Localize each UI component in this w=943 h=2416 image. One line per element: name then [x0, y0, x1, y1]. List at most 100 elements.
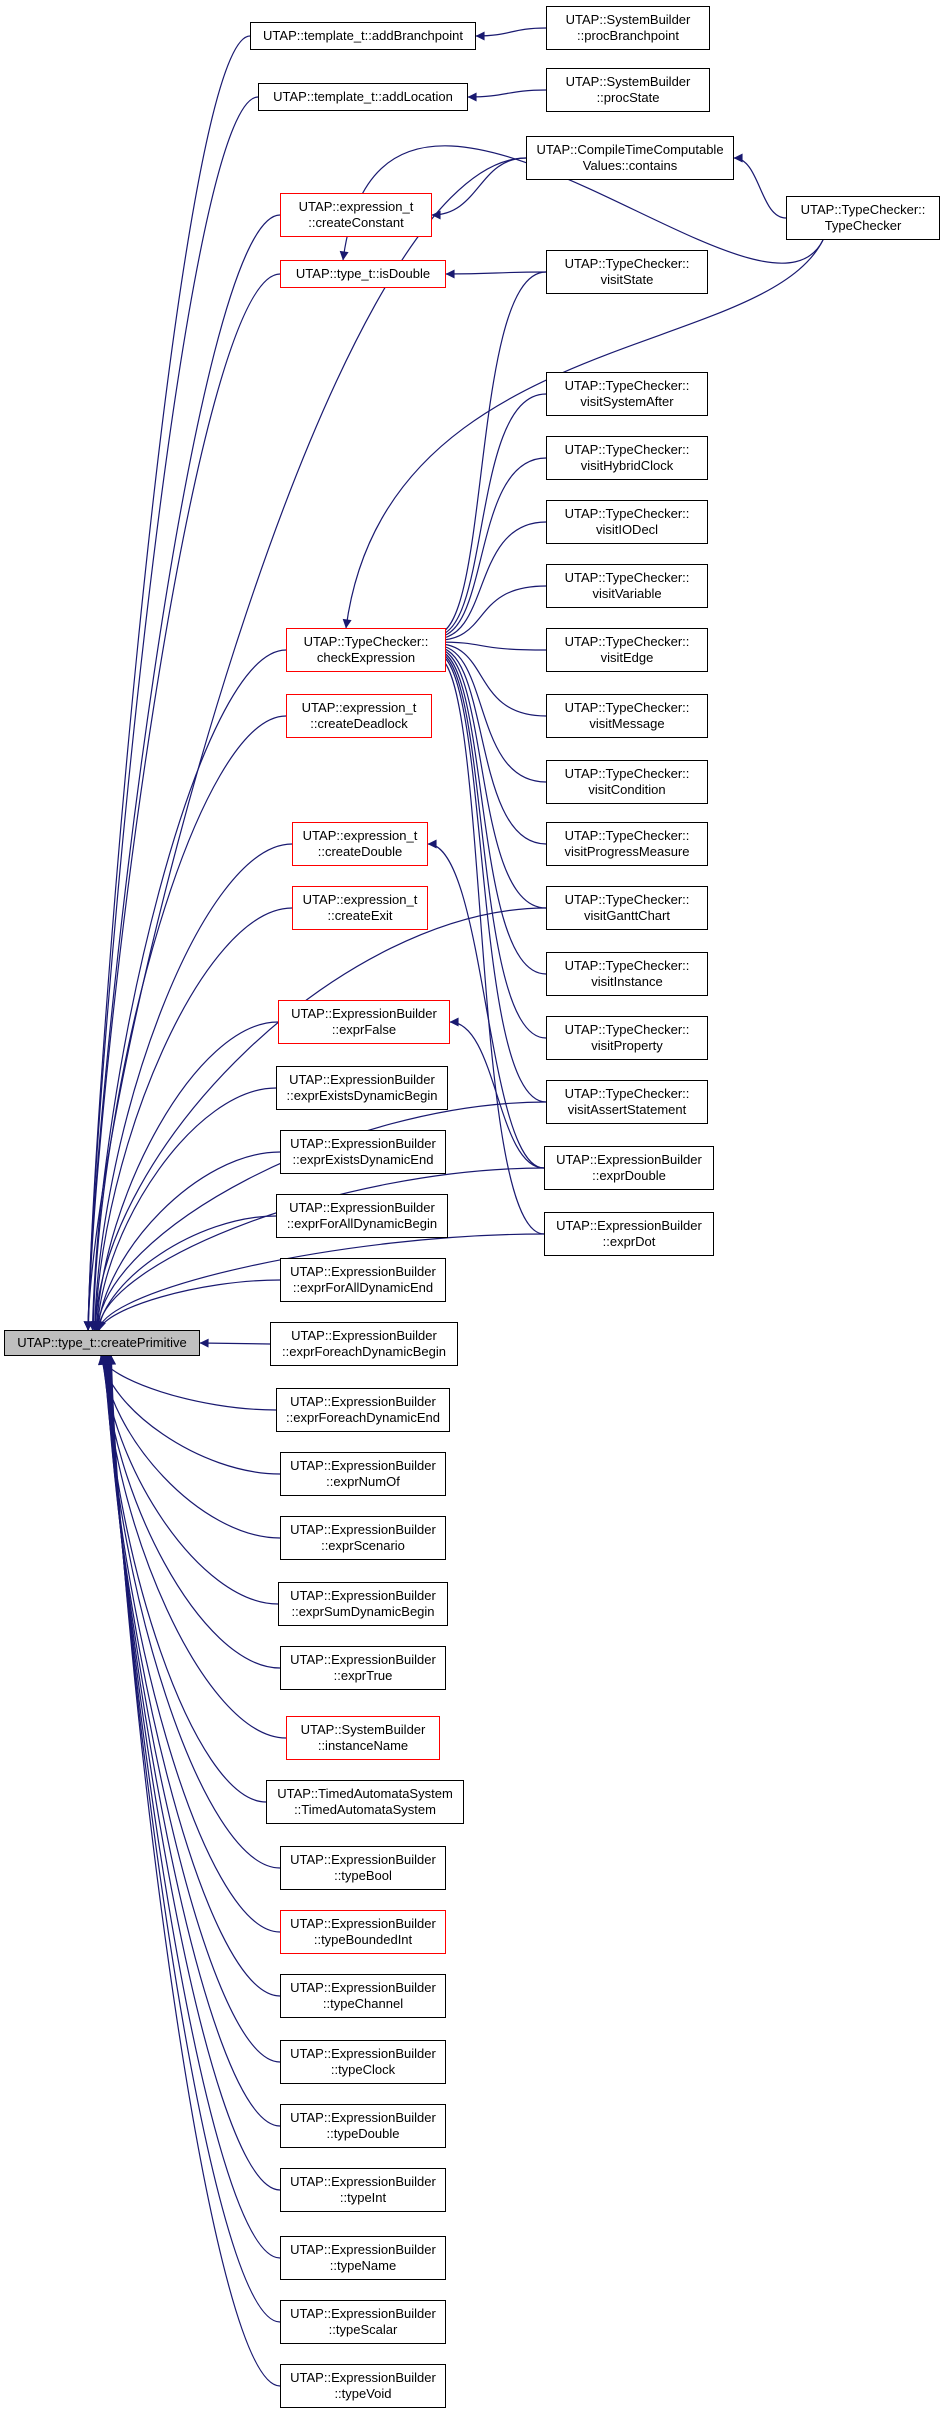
- node-expr-for-all-dynamic-begin[interactable]: UTAP::ExpressionBuilder::exprForAllDynam…: [276, 1194, 448, 1238]
- node-label-line: ::procBranchpoint: [577, 28, 679, 43]
- node-expr-scenario[interactable]: UTAP::ExpressionBuilder::exprScenario: [280, 1516, 446, 1560]
- node-label-line: UTAP::type_t::createPrimitive: [17, 1335, 187, 1350]
- node-label-line: UTAP::CompileTimeComputable: [536, 142, 724, 157]
- edge-exprDouble-to-createDouble: [427, 839, 545, 1169]
- node-label-line: UTAP::ExpressionBuilder: [290, 1458, 436, 1473]
- node-add-location[interactable]: UTAP::template_t::addLocation: [258, 83, 468, 111]
- node-create-deadlock[interactable]: UTAP::expression_t::createDeadlock: [286, 694, 432, 738]
- node-label-line: visitCondition: [588, 782, 666, 797]
- node-label-line: ::exprDouble: [592, 1168, 666, 1183]
- node-label-line: ::exprSumDynamicBegin: [291, 1604, 435, 1619]
- node-visit-edge[interactable]: UTAP::TypeChecker::visitEdge: [546, 628, 708, 672]
- node-label-line: UTAP::expression_t: [301, 700, 417, 715]
- node-visit-system-after[interactable]: UTAP::TypeChecker::visitSystemAfter: [546, 372, 708, 416]
- node-type-void[interactable]: UTAP::ExpressionBuilder::typeVoid: [280, 2364, 446, 2408]
- node-type-scalar[interactable]: UTAP::ExpressionBuilder::typeScalar: [280, 2300, 446, 2344]
- edge-procBranchpoint-to-addBranchpoint: [475, 27, 547, 41]
- edge-checkExpression-to-root: [88, 649, 287, 1331]
- node-label-line: UTAP::TypeChecker::: [564, 700, 690, 715]
- node-expr-double[interactable]: UTAP::ExpressionBuilder::exprDouble: [544, 1146, 714, 1190]
- node-create-exit[interactable]: UTAP::expression_t::createExit: [292, 886, 428, 930]
- node-label-line: UTAP::TypeChecker::: [564, 766, 690, 781]
- node-label-line: ::exprFalse: [331, 1022, 397, 1037]
- node-is-double[interactable]: UTAP::type_t::isDouble: [280, 260, 446, 288]
- node-create-constant[interactable]: UTAP::expression_t::createConstant: [280, 193, 432, 237]
- edge-isDouble-to-root: [84, 273, 281, 1331]
- node-expr-sum-dynamic-begin[interactable]: UTAP::ExpressionBuilder::exprSumDynamicB…: [278, 1582, 448, 1626]
- node-label-line: ::typeVoid: [334, 2386, 392, 2401]
- node-label-line: UTAP::type_t::isDouble: [295, 266, 431, 281]
- node-label-line: UTAP::ExpressionBuilder: [290, 1394, 436, 1409]
- node-label-line: ::typeBoundedInt: [313, 1932, 413, 1947]
- node-visit-instance[interactable]: UTAP::TypeChecker::visitInstance: [546, 952, 708, 996]
- node-label-line: ::typeDouble: [326, 2126, 400, 2141]
- node-proc-state[interactable]: UTAP::SystemBuilder::procState: [546, 68, 710, 112]
- node-type-clock[interactable]: UTAP::ExpressionBuilder::typeClock: [280, 2040, 446, 2084]
- node-expr-num-of[interactable]: UTAP::ExpressionBuilder::exprNumOf: [280, 1452, 446, 1496]
- node-label-line: ::exprScenario: [321, 1538, 405, 1553]
- node-type-int[interactable]: UTAP::ExpressionBuilder::typeInt: [280, 2168, 446, 2212]
- node-check-expression[interactable]: UTAP::TypeChecker::checkExpression: [286, 628, 446, 672]
- edge-visitState-to-isDouble: [445, 269, 547, 279]
- node-visit-message[interactable]: UTAP::TypeChecker::visitMessage: [546, 694, 708, 738]
- node-label-line: ::procState: [596, 90, 660, 105]
- node-visit-hybrid-clock[interactable]: UTAP::TypeChecker::visitHybridClock: [546, 436, 708, 480]
- node-label-line: ::exprForeachDynamicBegin: [281, 1344, 447, 1359]
- edge-exprForAllDynamicEnd-to-root: [97, 1279, 281, 1331]
- edge-TypeChecker-to-checkExpression: [342, 239, 824, 629]
- node-expr-false[interactable]: UTAP::ExpressionBuilder::exprFalse: [278, 1000, 450, 1044]
- node-label-line: UTAP::ExpressionBuilder: [290, 1588, 436, 1603]
- node-create-double[interactable]: UTAP::expression_t::createDouble: [292, 822, 428, 866]
- node-expr-exists-dynamic-end[interactable]: UTAP::ExpressionBuilder::exprExistsDynam…: [280, 1130, 446, 1174]
- node-type-channel[interactable]: UTAP::ExpressionBuilder::typeChannel: [280, 1974, 446, 2018]
- node-proc-branchpoint[interactable]: UTAP::SystemBuilder::procBranchpoint: [546, 6, 710, 50]
- node-add-branchpoint[interactable]: UTAP::template_t::addBranchpoint: [250, 22, 476, 50]
- node-expr-foreach-dynamic-begin[interactable]: UTAP::ExpressionBuilder::exprForeachDyna…: [270, 1322, 458, 1366]
- node-instance-name[interactable]: UTAP::SystemBuilder::instanceName: [286, 1716, 440, 1760]
- node-label-line: visitInstance: [591, 974, 663, 989]
- node-label-line: UTAP::TypeChecker::: [564, 570, 690, 585]
- node-type-bounded-int[interactable]: UTAP::ExpressionBuilder::typeBoundedInt: [280, 1910, 446, 1954]
- node-label-line: UTAP::ExpressionBuilder: [290, 2110, 436, 2125]
- node-label-line: Values::contains: [582, 158, 678, 173]
- node-expr-dot[interactable]: UTAP::ExpressionBuilder::exprDot: [544, 1212, 714, 1256]
- edge-layer: [83, 27, 824, 2387]
- node-expr-true[interactable]: UTAP::ExpressionBuilder::exprTrue: [280, 1646, 446, 1690]
- node-label-line: visitVariable: [592, 586, 662, 601]
- node-label-line: visitMessage: [589, 716, 665, 731]
- node-visit-gantt-chart[interactable]: UTAP::TypeChecker::visitGanttChart: [546, 886, 708, 930]
- node-visit-variable[interactable]: UTAP::TypeChecker::visitVariable: [546, 564, 708, 608]
- node-type-checker[interactable]: UTAP::TypeChecker::TypeChecker: [786, 196, 940, 240]
- node-visit-state[interactable]: UTAP::TypeChecker::visitState: [546, 250, 708, 294]
- edge-addLocation-to-root: [83, 96, 259, 1331]
- node-label-line: UTAP::ExpressionBuilder: [290, 1264, 436, 1279]
- node-label-line: ::exprForAllDynamicBegin: [286, 1216, 438, 1231]
- node-type-name[interactable]: UTAP::ExpressionBuilder::typeName: [280, 2236, 446, 2280]
- node-visit-progress-measure[interactable]: UTAP::TypeChecker::visitProgressMeasure: [546, 822, 708, 866]
- node-type-bool[interactable]: UTAP::ExpressionBuilder::typeBool: [280, 1846, 446, 1890]
- node-visit-condition[interactable]: UTAP::TypeChecker::visitCondition: [546, 760, 708, 804]
- node-type-double[interactable]: UTAP::ExpressionBuilder::typeDouble: [280, 2104, 446, 2148]
- edge-visitHybridClock-to-checkExpression: [435, 457, 547, 642]
- edge-exprExistsDynamicEnd-to-root: [94, 1151, 281, 1331]
- node-label-line: UTAP::ExpressionBuilder: [289, 1072, 435, 1087]
- node-label-line: visitState: [600, 272, 654, 287]
- edge-visitIODecl-to-checkExpression: [435, 521, 547, 644]
- node-visit-assert-statement[interactable]: UTAP::TypeChecker::visitAssertStatement: [546, 1080, 708, 1124]
- node-label-line: UTAP::ExpressionBuilder: [290, 1652, 436, 1667]
- node-label-line: UTAP::TypeChecker::: [564, 256, 690, 271]
- node-visit-property[interactable]: UTAP::TypeChecker::visitProperty: [546, 1016, 708, 1060]
- node-expr-exists-dynamic-begin[interactable]: UTAP::ExpressionBuilder::exprExistsDynam…: [276, 1066, 448, 1110]
- node-label-line: visitSystemAfter: [580, 394, 674, 409]
- node-label-line: UTAP::TypeChecker::: [800, 202, 926, 217]
- node-label-line: ::typeInt: [339, 2190, 387, 2205]
- edge-exprDouble-to-root: [94, 1167, 545, 1331]
- node-expr-for-all-dynamic-end[interactable]: UTAP::ExpressionBuilder::exprForAllDynam…: [280, 1258, 446, 1302]
- node-visit-iodecl[interactable]: UTAP::TypeChecker::visitIODecl: [546, 500, 708, 544]
- node-timed-automata-system[interactable]: UTAP::TimedAutomataSystem::TimedAutomata…: [266, 1780, 464, 1824]
- node-expr-foreach-dynamic-end[interactable]: UTAP::ExpressionBuilder::exprForeachDyna…: [276, 1388, 450, 1432]
- node-label-line: ::exprNumOf: [326, 1474, 400, 1489]
- node-label-line: UTAP::ExpressionBuilder: [289, 1200, 435, 1215]
